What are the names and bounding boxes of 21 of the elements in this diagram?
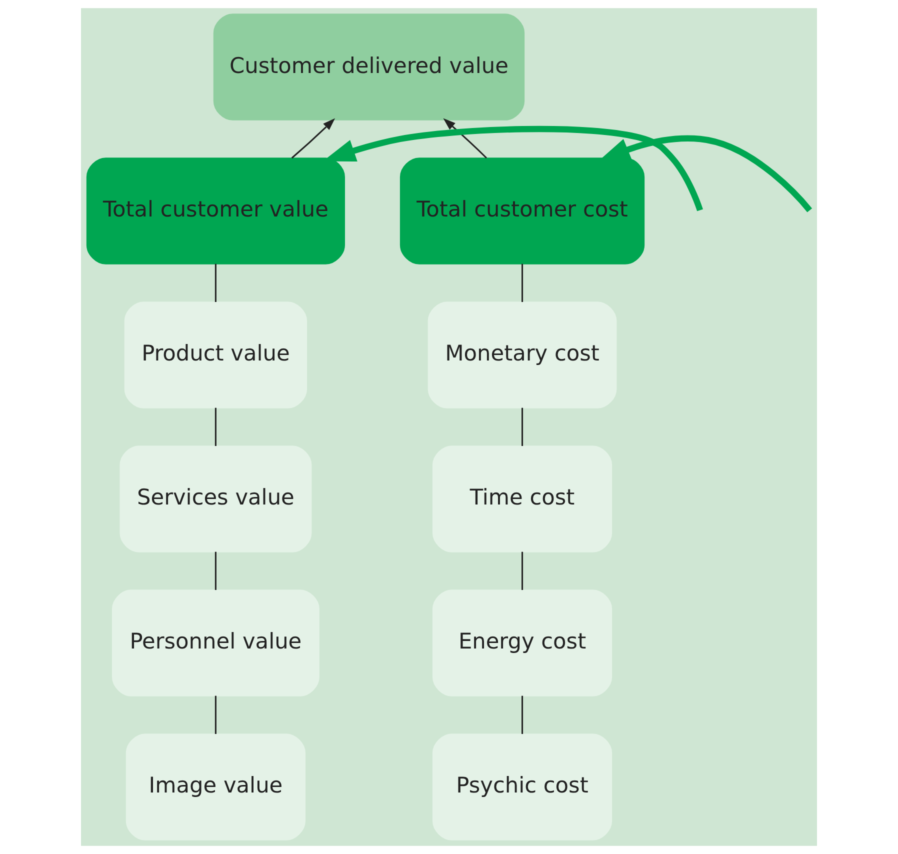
connector	[522, 408, 524, 446]
connector	[522, 264, 524, 302]
node-box: Psychic cost	[432, 734, 612, 840]
connector	[522, 552, 524, 590]
connector	[214, 696, 216, 734]
node-box: Total customer cost	[400, 158, 645, 264]
node-box: Product value	[124, 302, 308, 408]
connector	[214, 408, 216, 446]
connector	[214, 264, 216, 302]
node-box: Energy cost	[432, 590, 612, 696]
node-box: Personnel value	[112, 590, 320, 696]
node-box: Services value	[120, 446, 312, 552]
node-box: Time cost	[432, 446, 612, 552]
node-box: Total customer value	[86, 158, 345, 264]
connector	[214, 552, 216, 590]
arrow	[443, 118, 488, 159]
arrow	[291, 118, 336, 159]
node-box: Monetary cost	[428, 302, 617, 408]
node-box: Customer delivered value	[213, 14, 525, 120]
connector	[522, 696, 524, 734]
node-box: Image value	[126, 734, 306, 840]
